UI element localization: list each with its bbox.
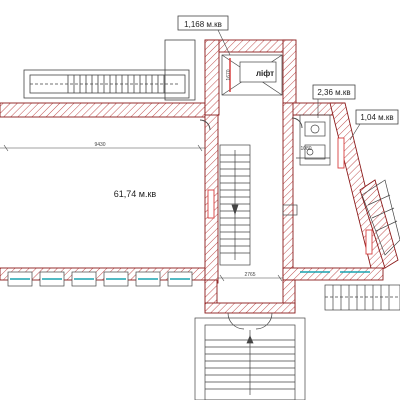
corridor-dimension	[218, 274, 283, 282]
doors	[199, 117, 373, 255]
lift-area-label: 1,168 м.кв	[184, 20, 222, 29]
hall-length-dimension: 9430	[94, 142, 105, 148]
right-diagonal-stair	[361, 179, 400, 256]
hall-dimension	[0, 144, 205, 152]
stair-width-dimension: 2765	[244, 272, 255, 278]
bottom-right-stair	[324, 284, 400, 311]
wc-area-label: 2,36 м.кв	[317, 88, 350, 97]
leader-lines	[217, 29, 361, 141]
hall-area-label: 61,74 м.кв	[114, 189, 157, 199]
wc-width-dimension: 1080	[300, 146, 311, 152]
lift-height-dimension: 1670	[226, 69, 232, 80]
label-boxes	[177, 15, 399, 125]
entrance-stair	[194, 312, 306, 400]
lift-label: ліфт	[256, 69, 274, 78]
corridor-area-label: 1,04 м.кв	[360, 113, 393, 122]
lift-shaft	[221, 54, 283, 96]
top-left-stair	[23, 39, 196, 101]
wc-block	[296, 114, 331, 166]
corridor-stair	[219, 144, 298, 266]
bottom-windows	[7, 271, 370, 287]
